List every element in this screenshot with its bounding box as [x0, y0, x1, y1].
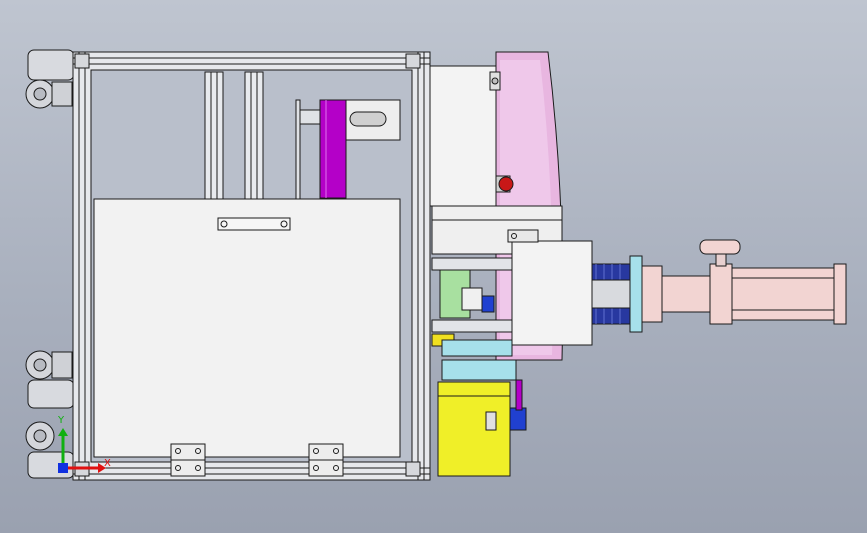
hinge-left [170, 443, 206, 477]
gearbox-housing[interactable] [429, 65, 563, 255]
guide-rods [431, 257, 517, 357]
pneumatic-cylinder[interactable] [629, 239, 847, 333]
yellow-motor[interactable] [437, 359, 527, 477]
axis-x-label: X [104, 458, 111, 469]
vertical-rails [204, 71, 321, 201]
clamp-box[interactable] [507, 229, 593, 346]
magenta-belt[interactable] [319, 99, 401, 199]
caster-wheel-middle [25, 350, 75, 409]
axis-y-label: Y [58, 415, 65, 426]
front-panel[interactable] [93, 198, 401, 458]
compression-spring [591, 263, 635, 325]
hinge-right [308, 443, 344, 477]
axis-triad [58, 428, 106, 473]
caster-wheel-top [25, 49, 75, 109]
red-knob[interactable] [495, 175, 514, 193]
